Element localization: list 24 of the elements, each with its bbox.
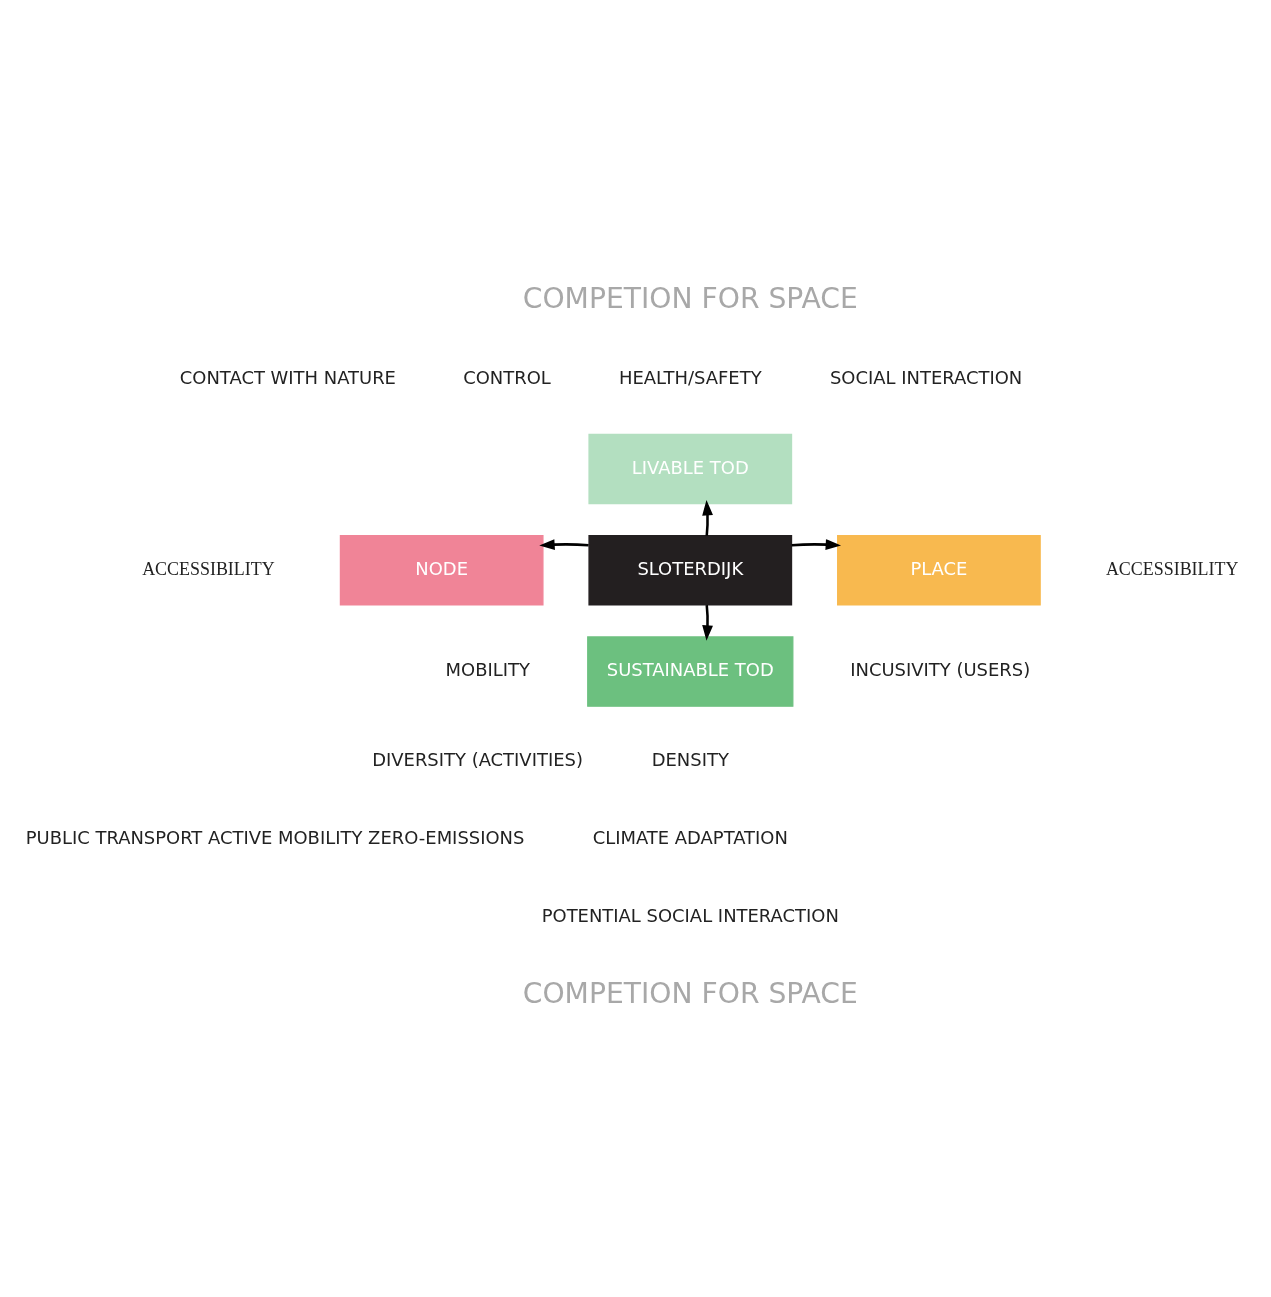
- node-box: LIVABLE TOD: [588, 433, 793, 505]
- arrow: [702, 604, 713, 641]
- label: CLIMATE ADAPTATION: [592, 827, 788, 849]
- arrow: [702, 499, 713, 536]
- label: COMPETION FOR SPACE: [522, 976, 858, 1010]
- label: ACCESSIBILITY: [1105, 559, 1239, 580]
- node-box: SLOTERDIJK: [588, 535, 793, 606]
- label: POTENTIAL SOCIAL INTERACTION: [541, 905, 839, 927]
- node-box: SUSTAINABLE TOD: [587, 636, 794, 707]
- label: ACCESSIBILITY: [142, 559, 275, 580]
- label: PUBLIC TRANSPORT ACTIVE MOBILITY ZERO-EMISSIONS: [25, 827, 525, 849]
- arrow: [791, 539, 842, 550]
- label: DENSITY: [651, 749, 729, 771]
- label: INCUSIVITY (USERS): [850, 659, 1031, 681]
- label: SOCIAL INTERACTION: [829, 367, 1023, 389]
- node-box: PLACE: [837, 535, 1041, 606]
- node-box: NODE: [339, 535, 544, 606]
- label: CONTACT WITH NATURE: [179, 367, 396, 389]
- arrow: [539, 539, 589, 550]
- label: CONTROL: [463, 367, 551, 389]
- label: COMPETION FOR SPACE: [522, 282, 858, 316]
- label: DIVERSITY (ACTIVITIES): [372, 749, 583, 771]
- label: HEALTH/SAFETY: [618, 367, 762, 389]
- label: MOBILITY: [445, 659, 530, 681]
